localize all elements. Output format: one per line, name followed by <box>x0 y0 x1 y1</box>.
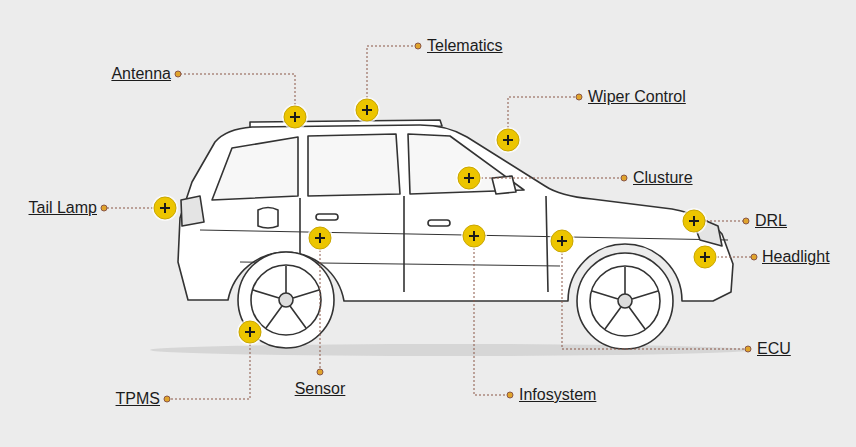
marker-halo <box>549 228 575 254</box>
marker-dot <box>154 197 176 219</box>
hotspot-marker <box>237 319 263 345</box>
part-label: Headlight <box>762 248 830 266</box>
part-label: Wiper Control <box>588 88 686 106</box>
part-label: Tail Lamp <box>29 199 97 217</box>
spokes <box>592 267 658 329</box>
leader-dot <box>317 369 323 375</box>
front-wheel <box>577 253 673 349</box>
leader-line <box>320 238 321 372</box>
leader-dot <box>576 94 582 100</box>
hotspot-marker <box>282 104 308 130</box>
leader-line <box>167 332 250 399</box>
leader-dot <box>743 218 749 224</box>
part-label: DRL <box>755 212 787 230</box>
plus-icon <box>290 112 300 122</box>
leader-line <box>469 178 624 179</box>
leader-dot <box>415 43 421 49</box>
part-label: ECU <box>757 340 791 358</box>
hotspot-marker <box>307 225 333 251</box>
part-label: Telematics <box>427 37 503 55</box>
plus-icon <box>700 252 710 262</box>
part-label: Clusture <box>633 169 693 187</box>
hub <box>618 294 632 308</box>
side-mirror <box>492 176 516 194</box>
marker-halo <box>461 223 487 249</box>
hotspot-marker <box>692 244 718 270</box>
plus-icon <box>245 327 255 337</box>
marker-halo <box>282 104 308 130</box>
part-label: Sensor <box>295 380 346 398</box>
plus-icon <box>503 135 513 145</box>
marker-dot <box>356 99 378 121</box>
leader-dot <box>164 396 170 402</box>
marker-halo <box>495 127 521 153</box>
marker-halo <box>237 319 263 345</box>
marker-dot <box>694 246 716 268</box>
marker-halo <box>354 97 380 123</box>
leader-dot <box>745 346 751 352</box>
plus-icon <box>160 203 170 213</box>
hotspot-marker <box>152 195 178 221</box>
leader-line <box>562 241 748 349</box>
leader-dot <box>101 205 107 211</box>
marker-dot <box>683 210 705 232</box>
plus-icon <box>469 231 479 241</box>
marker-dot <box>239 321 261 343</box>
hotspot-marker <box>461 223 487 249</box>
marker-halo <box>307 225 333 251</box>
leader-dot <box>507 392 513 398</box>
door-lines <box>300 196 548 292</box>
spokes <box>253 266 319 328</box>
rim <box>251 265 321 335</box>
plus-icon <box>315 233 325 243</box>
marker-dot <box>497 129 519 151</box>
marker-dot <box>309 227 331 249</box>
fuel-cap <box>258 208 278 229</box>
tire <box>577 253 673 349</box>
rim <box>590 266 660 336</box>
tail-lamp <box>181 196 204 226</box>
hotspot-marker <box>456 165 482 191</box>
door-handle <box>316 214 338 220</box>
leader-dot <box>175 71 181 77</box>
rear-door-window <box>308 134 400 196</box>
marker-dot <box>284 106 306 128</box>
leader-line <box>178 74 295 117</box>
hotspot-marker <box>495 127 521 153</box>
marker-halo <box>152 195 178 221</box>
marker-dot <box>458 167 480 189</box>
leader-dot <box>751 254 757 260</box>
marker-halo <box>456 165 482 191</box>
hub <box>279 293 293 307</box>
hotspot-marker <box>354 97 380 123</box>
part-label: TPMS <box>116 390 160 408</box>
rear-window <box>212 137 298 200</box>
leader-dot <box>621 175 627 181</box>
door-handle <box>428 220 450 226</box>
plus-icon <box>557 236 567 246</box>
marker-halo <box>692 244 718 270</box>
hotspot-marker <box>681 208 707 234</box>
marker-dot <box>463 225 485 247</box>
leader-line <box>474 236 510 395</box>
part-label: Antenna <box>111 65 171 83</box>
ground-shadow <box>150 344 750 356</box>
marker-dot <box>551 230 573 252</box>
plus-icon <box>464 173 474 183</box>
plus-icon <box>689 216 699 226</box>
marker-halo <box>681 208 707 234</box>
plus-icon <box>362 105 372 115</box>
part-label: Infosystem <box>519 386 596 404</box>
hotspot-marker <box>549 228 575 254</box>
